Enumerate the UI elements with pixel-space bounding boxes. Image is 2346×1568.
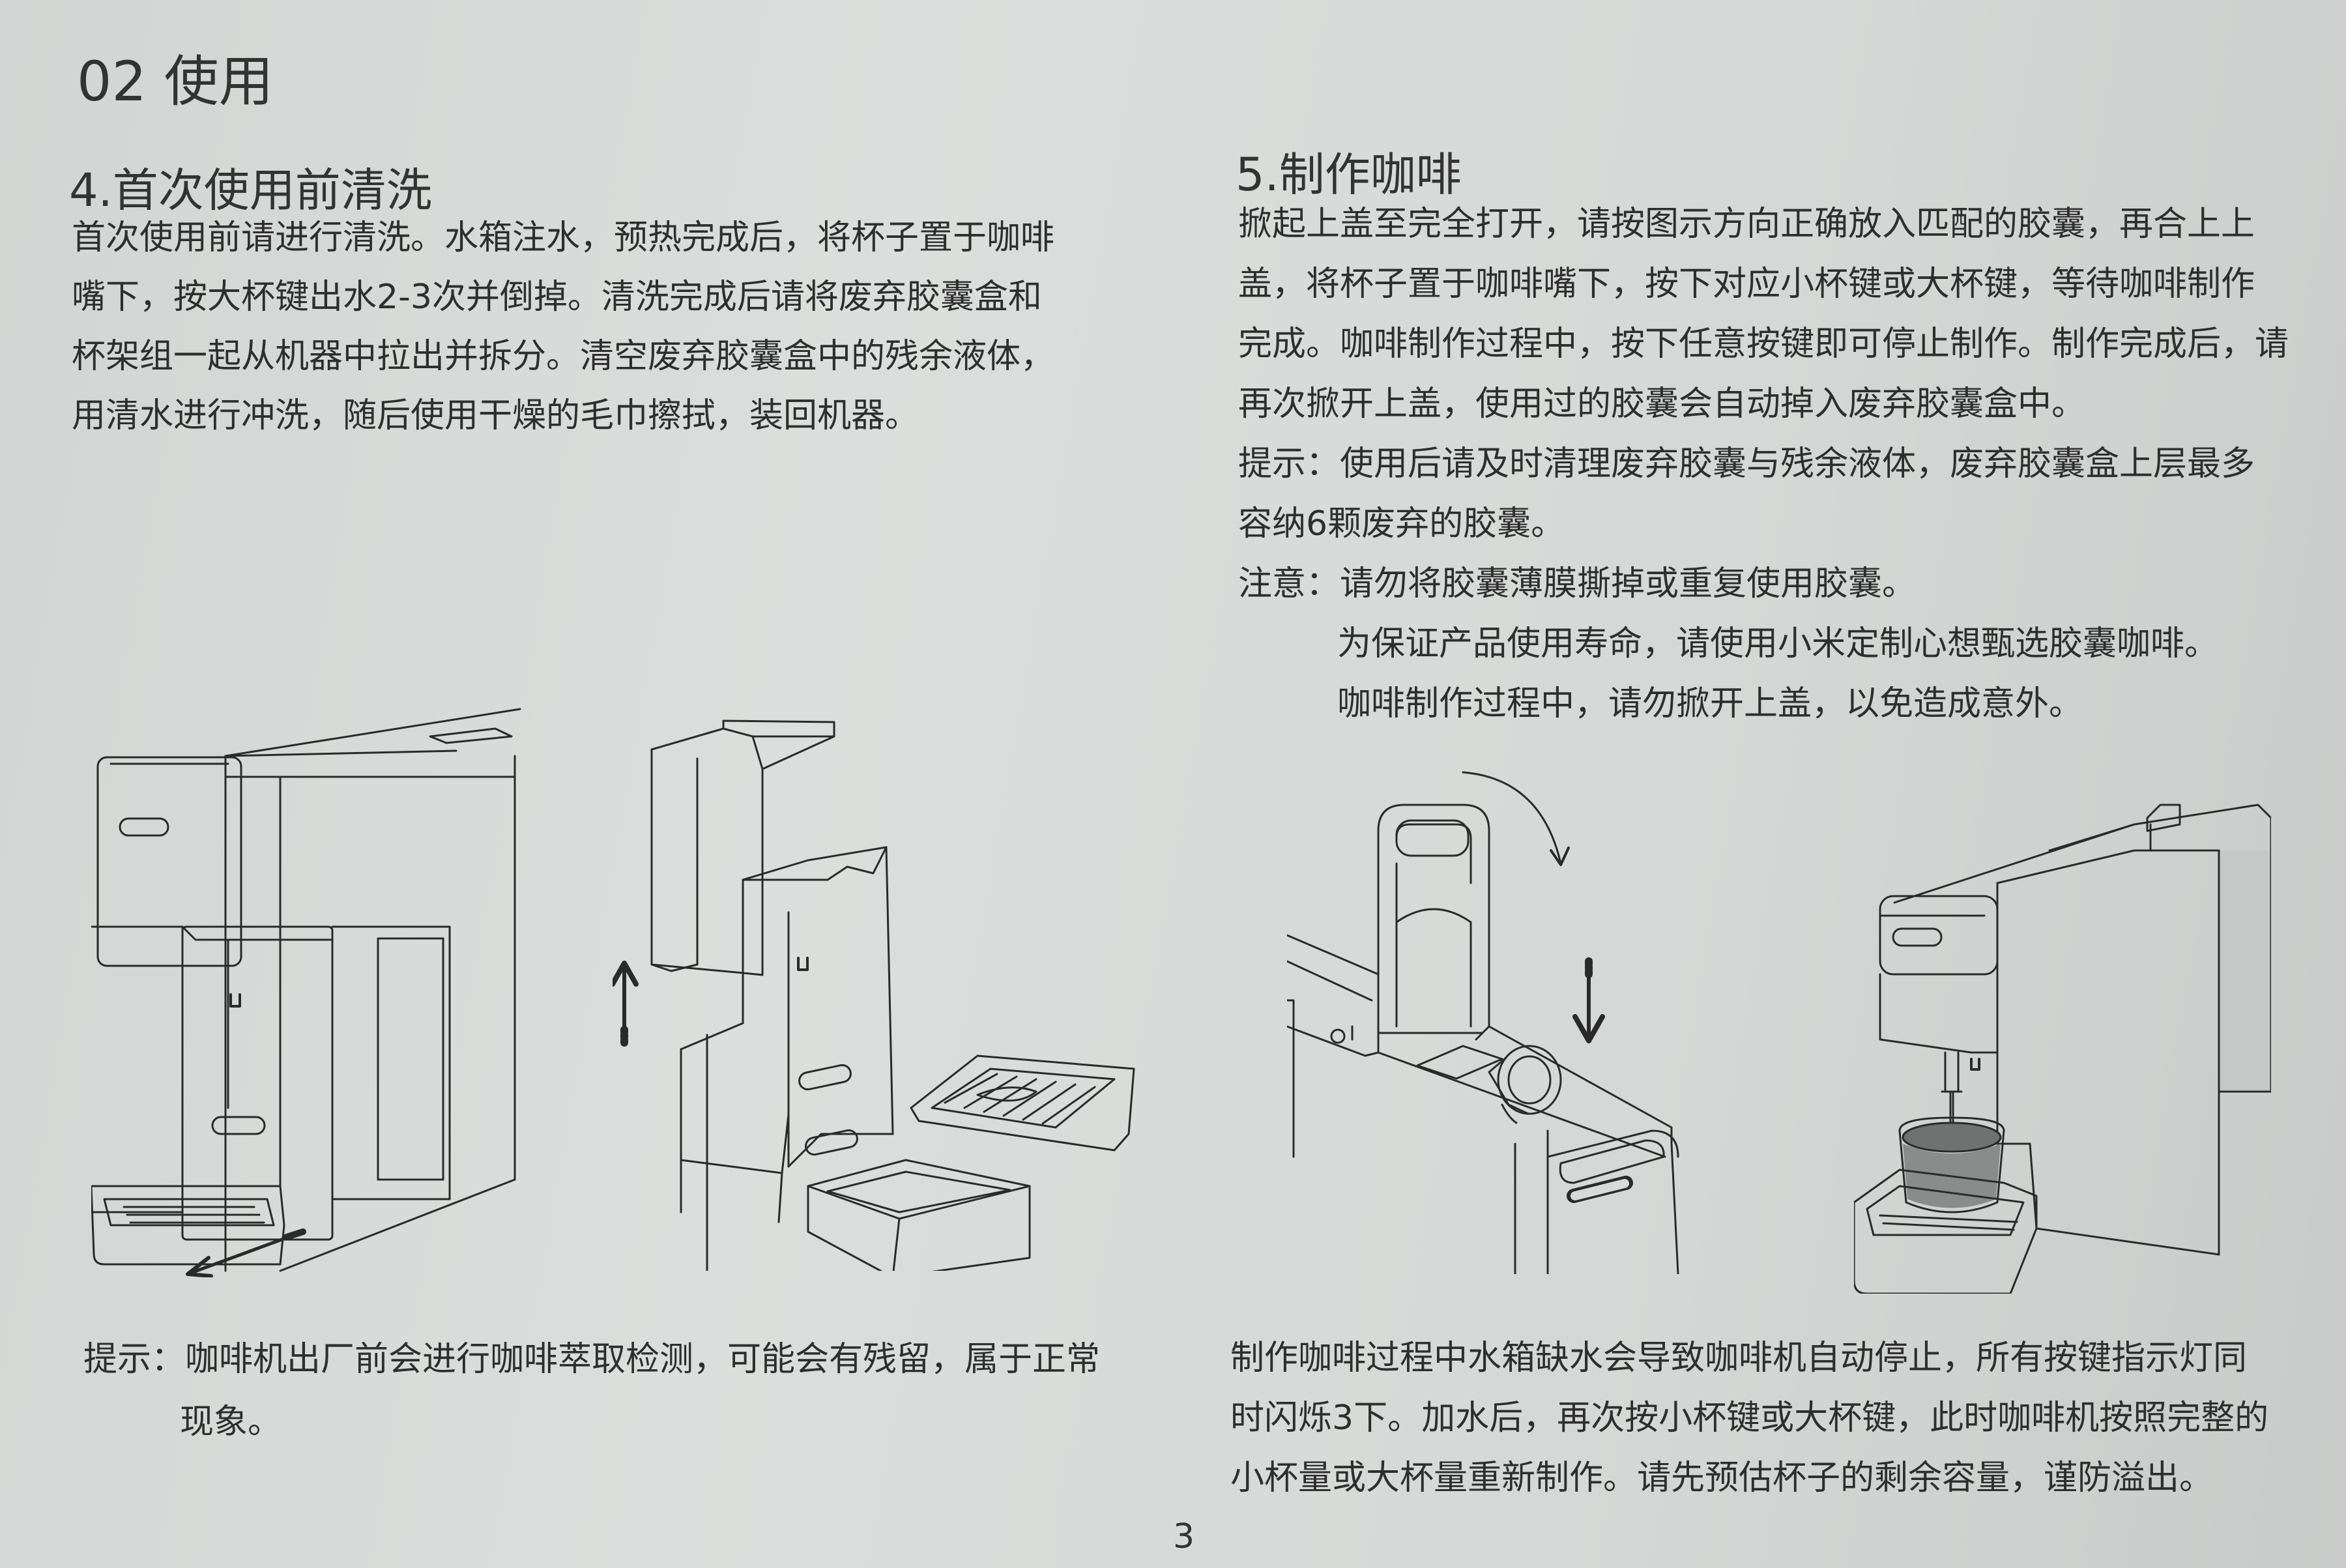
brewing-tip-line: 提示：使用后请及时清理废弃胶囊与残余液体，废弃胶囊盒上层最多	[1238, 434, 2289, 494]
tip-line: 现象。	[180, 1402, 282, 1442]
brewing-line: 盖，将杯子置于咖啡嘴下，按下对应小杯键或大杯键，等待咖啡制作	[1238, 265, 2255, 304]
cleaning-paragraph: 首次使用前请进行清洗。水箱注水，预热完成后，将杯子置于咖啡 嘴下，按大杯键出水2…	[72, 209, 1054, 446]
brewing-line: 掀起上盖至完全打开，请按图示方向正确放入匹配的胶囊，再合上上	[1238, 205, 2255, 244]
brewing-tip-line: 容纳6颗废弃的胶囊。	[1238, 504, 1565, 544]
brewing-line: 再次掀开上盖，使用过的胶囊会自动掉入废弃胶囊盒中。	[1238, 385, 2086, 424]
section-title: 02 使用	[77, 50, 274, 113]
caution-line: 注意：请勿将胶囊薄膜撕掉或重复使用胶囊。	[1238, 554, 2289, 614]
disassembled-parts-illustration	[613, 717, 1147, 1271]
caution-line: 为保证产品使用寿命，请使用小米定制心想甄选胶囊咖啡。	[1337, 624, 2219, 663]
caution-line: 咖啡制作过程中，请勿掀开上盖，以免造成意外。	[1337, 684, 2083, 723]
cleaning-line: 首次使用前请进行清洗。水箱注水，预热完成后，将杯子置于咖啡	[72, 218, 1055, 257]
water-shortage-line: 制作咖啡过程中水箱缺水会导致咖啡机自动停止，所有按键指示灯同	[1230, 1339, 2248, 1378]
tip-label: 提示：	[1238, 444, 1340, 484]
cleaning-heading: 4.首次使用前清洗	[69, 164, 432, 217]
water-shortage-line: 时闪烁3下。加水后，再次按小杯键或大杯键，此时咖啡机按照完整的	[1230, 1399, 2269, 1438]
insert-capsule-illustration	[1287, 766, 1711, 1274]
cleaning-line: 用清水进行冲洗，随后使用干燥的毛巾擦拭，装回机器。	[72, 396, 920, 435]
cleaning-line: 嘴下，按大杯键出水2-3次并倒掉。清洗完成后请将废弃胶囊盒和	[72, 278, 1042, 317]
water-shortage-paragraph: 制作咖啡过程中水箱缺水会导致咖啡机自动停止，所有按键指示灯同 时闪烁3下。加水后…	[1230, 1328, 2268, 1508]
caution-label: 注意：	[1238, 564, 1340, 603]
machine-tray-removal-illustration	[91, 704, 534, 1277]
tip-line: 咖啡机出厂前会进行咖啡萃取检测，可能会有残留，属于正常	[185, 1340, 1101, 1379]
cleaning-tip: 提示：咖啡机出厂前会进行咖啡萃取检测，可能会有残留，属于正常 现象。	[83, 1328, 1100, 1453]
brewing-line: 完成。咖啡制作过程中，按下任意按键即可停止制作。制作完成后，请	[1238, 325, 2289, 364]
tip-label: 提示：	[83, 1340, 186, 1379]
brewing-coffee-illustration	[1854, 779, 2271, 1294]
brewing-paragraph: 掀起上盖至完全打开，请按图示方向正确放入匹配的胶囊，再合上上 盖，将杯子置于咖啡…	[1238, 194, 2289, 734]
cleaning-line: 杯架组一起从机器中拉出并拆分。清空废弃胶囊盒中的残余液体，	[72, 337, 1055, 376]
page-number: 3	[1173, 1517, 1195, 1556]
brewing-heading: 5.制作咖啡	[1236, 148, 1462, 201]
water-shortage-line: 小杯量或大杯量重新制作。请先预估杯子的剩余容量，谨防溢出。	[1230, 1459, 2214, 1498]
